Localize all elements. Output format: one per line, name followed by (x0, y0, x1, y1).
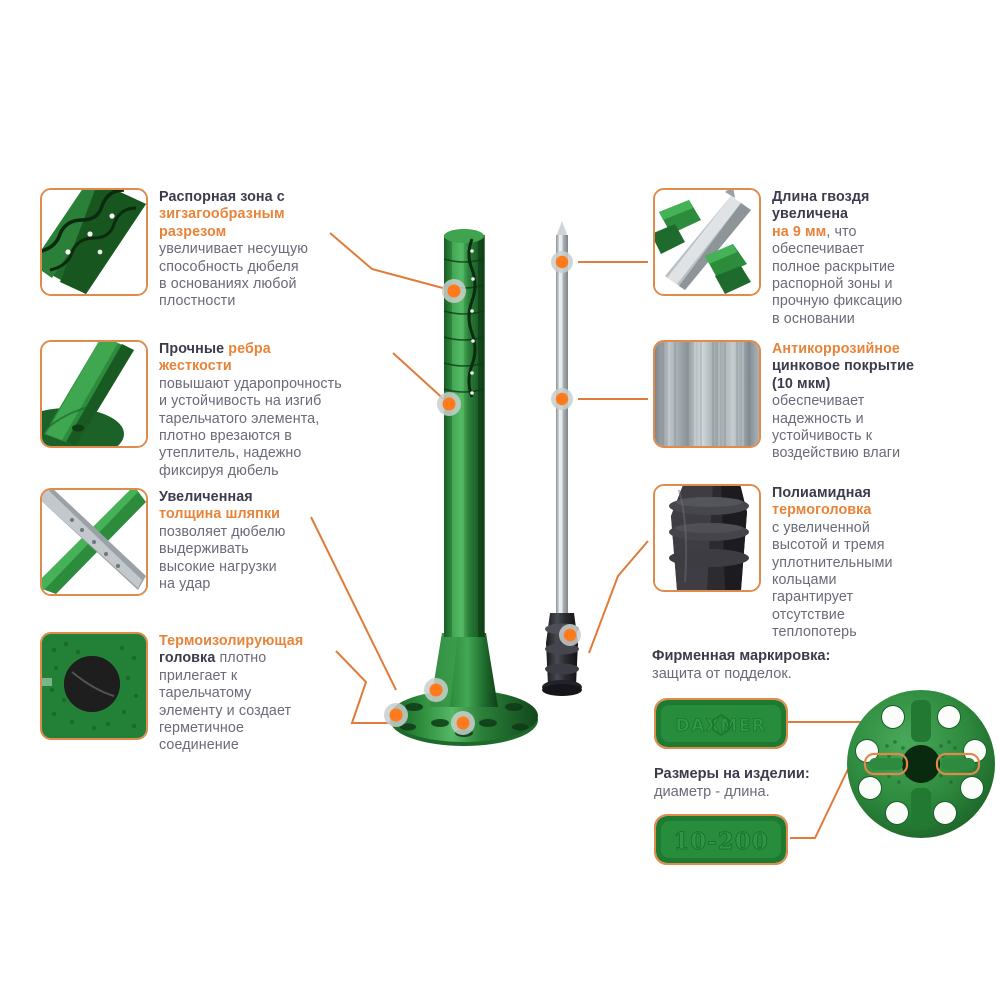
callout-line: прочную фиксацию (772, 293, 903, 310)
product-illustration (380, 215, 630, 755)
callout-line: в основании (772, 310, 855, 327)
callout-line: повышают ударопрочность (159, 375, 342, 392)
callout-line: кольцами (772, 572, 837, 589)
callout-line: элементу и создает (159, 702, 292, 719)
callout-line: тарельчатого элемента, (159, 410, 320, 427)
callout-line: высотой и тремя (772, 537, 885, 554)
nail-tip-thumbnail (653, 188, 761, 296)
size-chip: 10-200 (654, 814, 788, 865)
marking-subtitle: защита от подделок. (652, 665, 792, 682)
callout-line: с увеличенной (772, 519, 870, 536)
zinc-coating-thumbnail (653, 340, 761, 448)
callout-line: Увеличенная (159, 489, 253, 505)
marking-title: Фирменная маркировка: (652, 648, 831, 664)
callout-line: высокие нагрузки (159, 558, 277, 575)
callout-line: уплотнительными (772, 554, 893, 571)
callout-line: воздействию влаги (772, 445, 901, 462)
callout-line: полное раскрытие (772, 258, 896, 275)
thermal-insulating-head-thumbnail (40, 632, 148, 740)
cap-thickness-thumbnail (40, 488, 148, 596)
marker-dots (384, 251, 581, 735)
callout-line: фиксируя дюбель (159, 462, 279, 479)
callout-line: соединение (159, 737, 239, 754)
callout-line: прилегает к (159, 667, 238, 684)
callout-line: позволяет дюбелю (159, 523, 286, 540)
callout-line: увеличена (772, 206, 849, 223)
polyamide-thermohead-thumbnail (653, 484, 761, 592)
callout-line: Длина гвоздя (772, 189, 870, 205)
callout-line: Распорная зона с (159, 189, 285, 205)
brand-chip: DAXMER (654, 698, 788, 749)
callout-line: теплопотерь (772, 624, 857, 641)
plate-disc-illustration (845, 688, 997, 840)
callout-line: и устойчивость на изгиб (159, 393, 322, 410)
callout-line: обеспечивает (772, 393, 865, 410)
callout-line: в основаниях любой (159, 276, 297, 293)
callout-line: разрезом (159, 223, 227, 240)
callout-line: плостности (159, 293, 236, 310)
callout-line: Термоизолирующая (159, 633, 304, 649)
size-title: Размеры на изделии: (654, 766, 810, 782)
callout-line: термоголовка (772, 502, 872, 519)
stiffening-ribs-thumbnail (40, 340, 148, 448)
svg-text:DAXMER: DAXMER (676, 716, 767, 736)
callout-line: толщина шляпки (159, 506, 281, 523)
callout-line: на 9 мм, что (772, 223, 857, 240)
branding-section: Фирменная маркировка: защита от подделок… (652, 648, 997, 878)
callout-line: устойчивость к (772, 428, 873, 445)
callout-line: гарантирует (772, 589, 854, 606)
size-subtitle: диаметр - длина. (654, 784, 770, 800)
callout-line: обеспечивает (772, 241, 865, 258)
callout-line: Прочные ребра жесткости (159, 341, 271, 375)
callout-line: Антикоррозийное (772, 341, 900, 357)
callout-line: плотно врезаются в (159, 428, 292, 445)
callout-line: (10 мкм) (772, 375, 831, 392)
callout-line: герметичное (159, 720, 244, 737)
callout-line: головка плотно (159, 650, 267, 667)
callout-line: тарельчатому (159, 685, 252, 702)
callout-line: Полиамидная (772, 485, 871, 501)
callout-line: выдерживать (159, 541, 249, 558)
callout-line: утеплитель, надежно (159, 445, 302, 462)
callout-line: цинковое покрытие (772, 358, 915, 375)
svg-text:10-200: 10-200 (673, 828, 769, 855)
zigzag-cut-thumbnail (40, 188, 148, 296)
callout-line: надежность и (772, 410, 864, 427)
callout-line: отсутствие (772, 606, 845, 623)
callout-line: увеличивает несущую (159, 241, 309, 258)
callout-line: распорной зоны и (772, 276, 893, 293)
callout-line: зигзагообразным (159, 206, 285, 223)
callout-line: способность дюбеля (159, 258, 299, 275)
callout-line: на удар (159, 576, 211, 593)
